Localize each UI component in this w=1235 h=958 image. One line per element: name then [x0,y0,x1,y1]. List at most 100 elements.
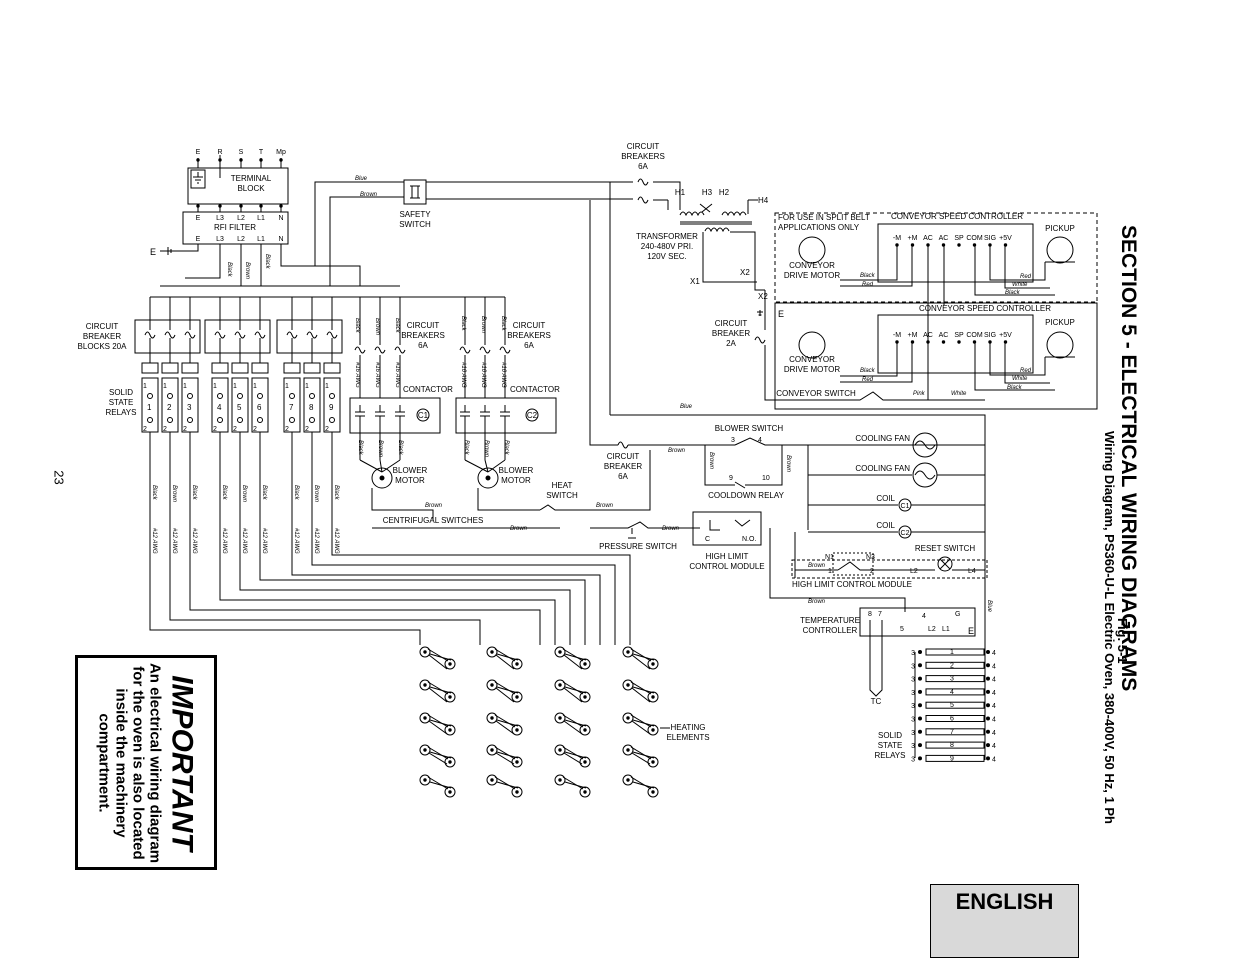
relay-head [303,362,321,374]
wire-brown [329,196,404,286]
heating-element-coil [486,774,498,786]
circuit-breakers-6a-label: 6A [524,341,534,350]
heating-element-coil [511,658,523,670]
controller-terminal: -M [893,332,901,339]
heating-element-coil [651,728,655,732]
module-terminal-label: C [705,536,710,543]
ssr-pin-label: 3 [911,730,915,737]
circuit-breakers-6a-label: BREAKERS [401,331,445,340]
conveyor-switch-label: CONVEYOR SWITCH [776,389,856,398]
heating-element-coil [419,712,431,724]
cooling-fan-label: COOLING FAN [855,434,910,443]
heating-element [631,654,651,670]
wire-color-label: Brown [596,503,614,509]
breaker-symbol [164,331,176,339]
ssr-pin-label: 3 [911,677,915,684]
heating-element-coil [554,774,566,786]
heating-element [427,681,449,695]
wire-color-label: Black [264,254,270,270]
controller-terminal: AC [939,235,949,242]
rfi-bottom-terminal-label: E [196,236,201,243]
relay-number-label: 1 [147,403,152,412]
contactor-label: CONTACTOR [403,385,453,394]
relay-contact [289,393,295,399]
relay-pin-label: 2 [213,426,217,433]
heating-element [496,751,519,759]
solid-state-relays-label: RELAYS [106,408,137,417]
heating-element [496,653,519,661]
heating-element-coil [579,724,591,736]
cooldown-relay [745,445,783,486]
wire-gauge-label: #12 AWG [293,528,299,554]
heating-element [496,781,519,789]
solid-state-relays-label-2: SOLID [878,731,902,740]
wire-color-label: Brown [808,599,826,605]
safety-switch [403,179,427,205]
ssr-pin-label: 3 [911,650,915,657]
heating-element-coil [554,712,566,724]
terminal-block [187,167,289,205]
module-contact [709,520,720,531]
ssr-pin [918,743,922,748]
reset-lamp [937,556,953,572]
heat-switch-label: HEAT [552,481,573,490]
pressure-switch-label: PRESSURE SWITCH [599,542,677,551]
heating-element-coil [626,748,630,752]
heating-element [428,687,448,703]
heating-element-coil [423,716,427,720]
coil-label: C2 [901,530,910,537]
split-belt-note: FOR USE IN SPLIT BELT [778,213,870,222]
heating-element [563,752,583,765]
circuit-breakers-6a-label: 6A [418,341,428,350]
wire [974,342,1055,391]
relay-pin-label: 1 [213,383,217,390]
solid-state-relays-label-2: STATE [878,741,903,750]
heating-element [562,681,584,695]
ssr-coil [925,728,985,736]
heating-element [495,752,515,765]
controller-terminal: SIG [984,332,996,339]
relay-pin-label: 1 [285,383,289,390]
temp-terminal: E [968,626,974,636]
ssr-number: 3 [950,676,954,683]
relay-contact [257,417,263,423]
transformer-terminal: H1 [675,188,686,197]
wire-color-label: Brown [483,440,489,458]
relay-head [211,362,229,374]
wire-color-label: Black [293,485,299,501]
ssr-pin-label: 4 [992,730,996,737]
breaker-symbol [306,331,318,339]
heater-feed [169,480,481,645]
contactor-label: CONTACTOR [510,385,560,394]
blower-motor-hub [485,475,491,481]
ssr-coil [925,661,985,669]
blower-motor-hub [379,475,385,481]
language-tab-label: ENGLISH [955,889,1054,914]
wire [1004,342,1050,384]
rfi-top-terminal-label: L3 [216,215,224,222]
wire-color-label: Pink [913,391,926,397]
breaker-symbol [459,346,471,354]
conveyor-drive-motor [798,236,826,264]
ssr-pin-label: 3 [911,703,915,710]
wire-color-label: Brown [708,452,714,470]
heating-element [429,653,452,661]
relay-number-label: 5 [237,403,242,412]
heating-element [494,714,516,728]
wire-color-label: Black [1005,290,1021,296]
breaker-symbol [499,346,511,354]
relay-contact [257,393,263,399]
controller-terminal: +5V [999,235,1012,242]
heating-elements-label: HEATING [671,723,706,732]
wire [589,200,618,446]
relay-contact [217,417,223,423]
wire-n [280,244,361,286]
wire-color-label: Black [860,368,876,374]
relay-pin-label: 2 [253,426,257,433]
heating-element-coil [490,748,494,752]
temperature-controller [859,607,976,637]
heating-element-coil [554,744,566,756]
wire-color-label: Brown [510,526,528,532]
heating-element [494,776,516,790]
